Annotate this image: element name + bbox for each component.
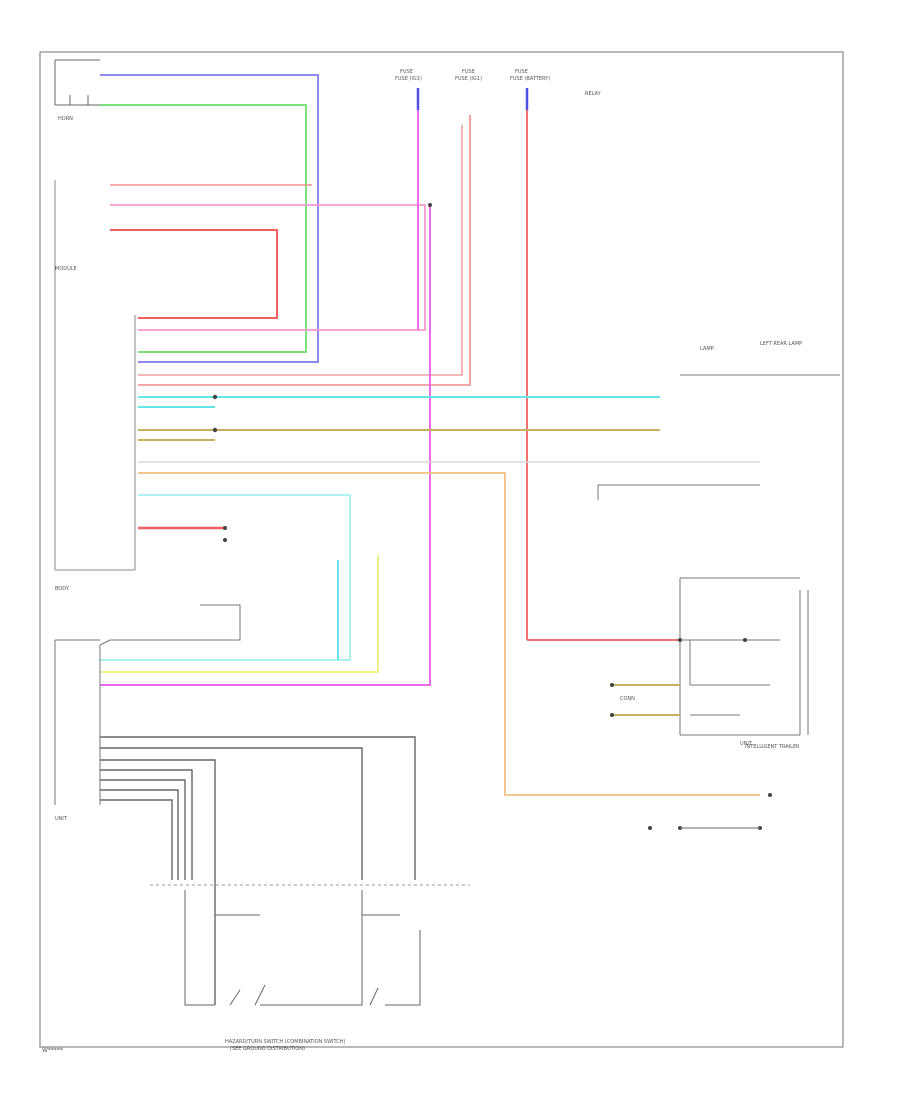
- top-fuse-3-caption: FUSE (BATTERY): [510, 76, 550, 82]
- svg-text:BODY: BODY: [55, 586, 70, 592]
- bottom-caption-2: (SEE GROUND DISTRIBUTION): [230, 1046, 305, 1052]
- lower-module: [54, 604, 241, 805]
- wire-red-3: [110, 229, 278, 319]
- svg-text:RELAY: RELAY: [585, 91, 602, 97]
- lower-wire-bundle: [100, 736, 416, 1005]
- svg-text:UNIT: UNIT: [740, 741, 753, 747]
- top-fuse-1-caption: FUSE (IG1): [395, 76, 422, 82]
- diagram-frame: [39, 51, 844, 1048]
- svg-text:CONN: CONN: [620, 696, 635, 702]
- top-left-switch: [54, 59, 100, 106]
- right-unit: [597, 374, 840, 736]
- svg-text:FUSE: FUSE: [462, 69, 475, 75]
- wire-pink-fuse-2b: [138, 125, 463, 376]
- junction-dots: [212, 203, 772, 830]
- wire-blue-top: [100, 74, 319, 363]
- wire-pink-2: [110, 204, 426, 331]
- svg-text:FUSE: FUSE: [515, 69, 528, 75]
- bottom-caption-1: HAZARD/TURN SWITCH (COMBINATION SWITCH): [225, 1039, 346, 1045]
- svg-text:FUSE: FUSE: [400, 69, 413, 75]
- right-top-caption: LEFT REAR LAMP: [760, 341, 802, 347]
- wire-lightcyan: [100, 494, 351, 661]
- svg-text:LAMP: LAMP: [700, 346, 714, 352]
- wire-orange-long: [138, 472, 760, 796]
- component-marks: FUSE FUSE FUSE RELAY HORN MODULE BODY UN…: [55, 69, 753, 822]
- right-unit-caption: INTELLIGENT TRAILER: [745, 744, 800, 750]
- wire-magenta-long: [100, 205, 431, 686]
- footer-label: W*****: [42, 1047, 63, 1054]
- top-fuse-2-caption: FUSE (IG1): [455, 76, 482, 82]
- wire-pink-fuse-2a: [138, 115, 471, 386]
- wire-green-top: [100, 104, 307, 353]
- hazard-switch: [184, 890, 421, 1006]
- svg-text:UNIT: UNIT: [55, 816, 68, 822]
- wire-yellow: [100, 555, 379, 673]
- svg-text:MODULE: MODULE: [55, 266, 77, 272]
- svg-text:HORN: HORN: [58, 116, 73, 122]
